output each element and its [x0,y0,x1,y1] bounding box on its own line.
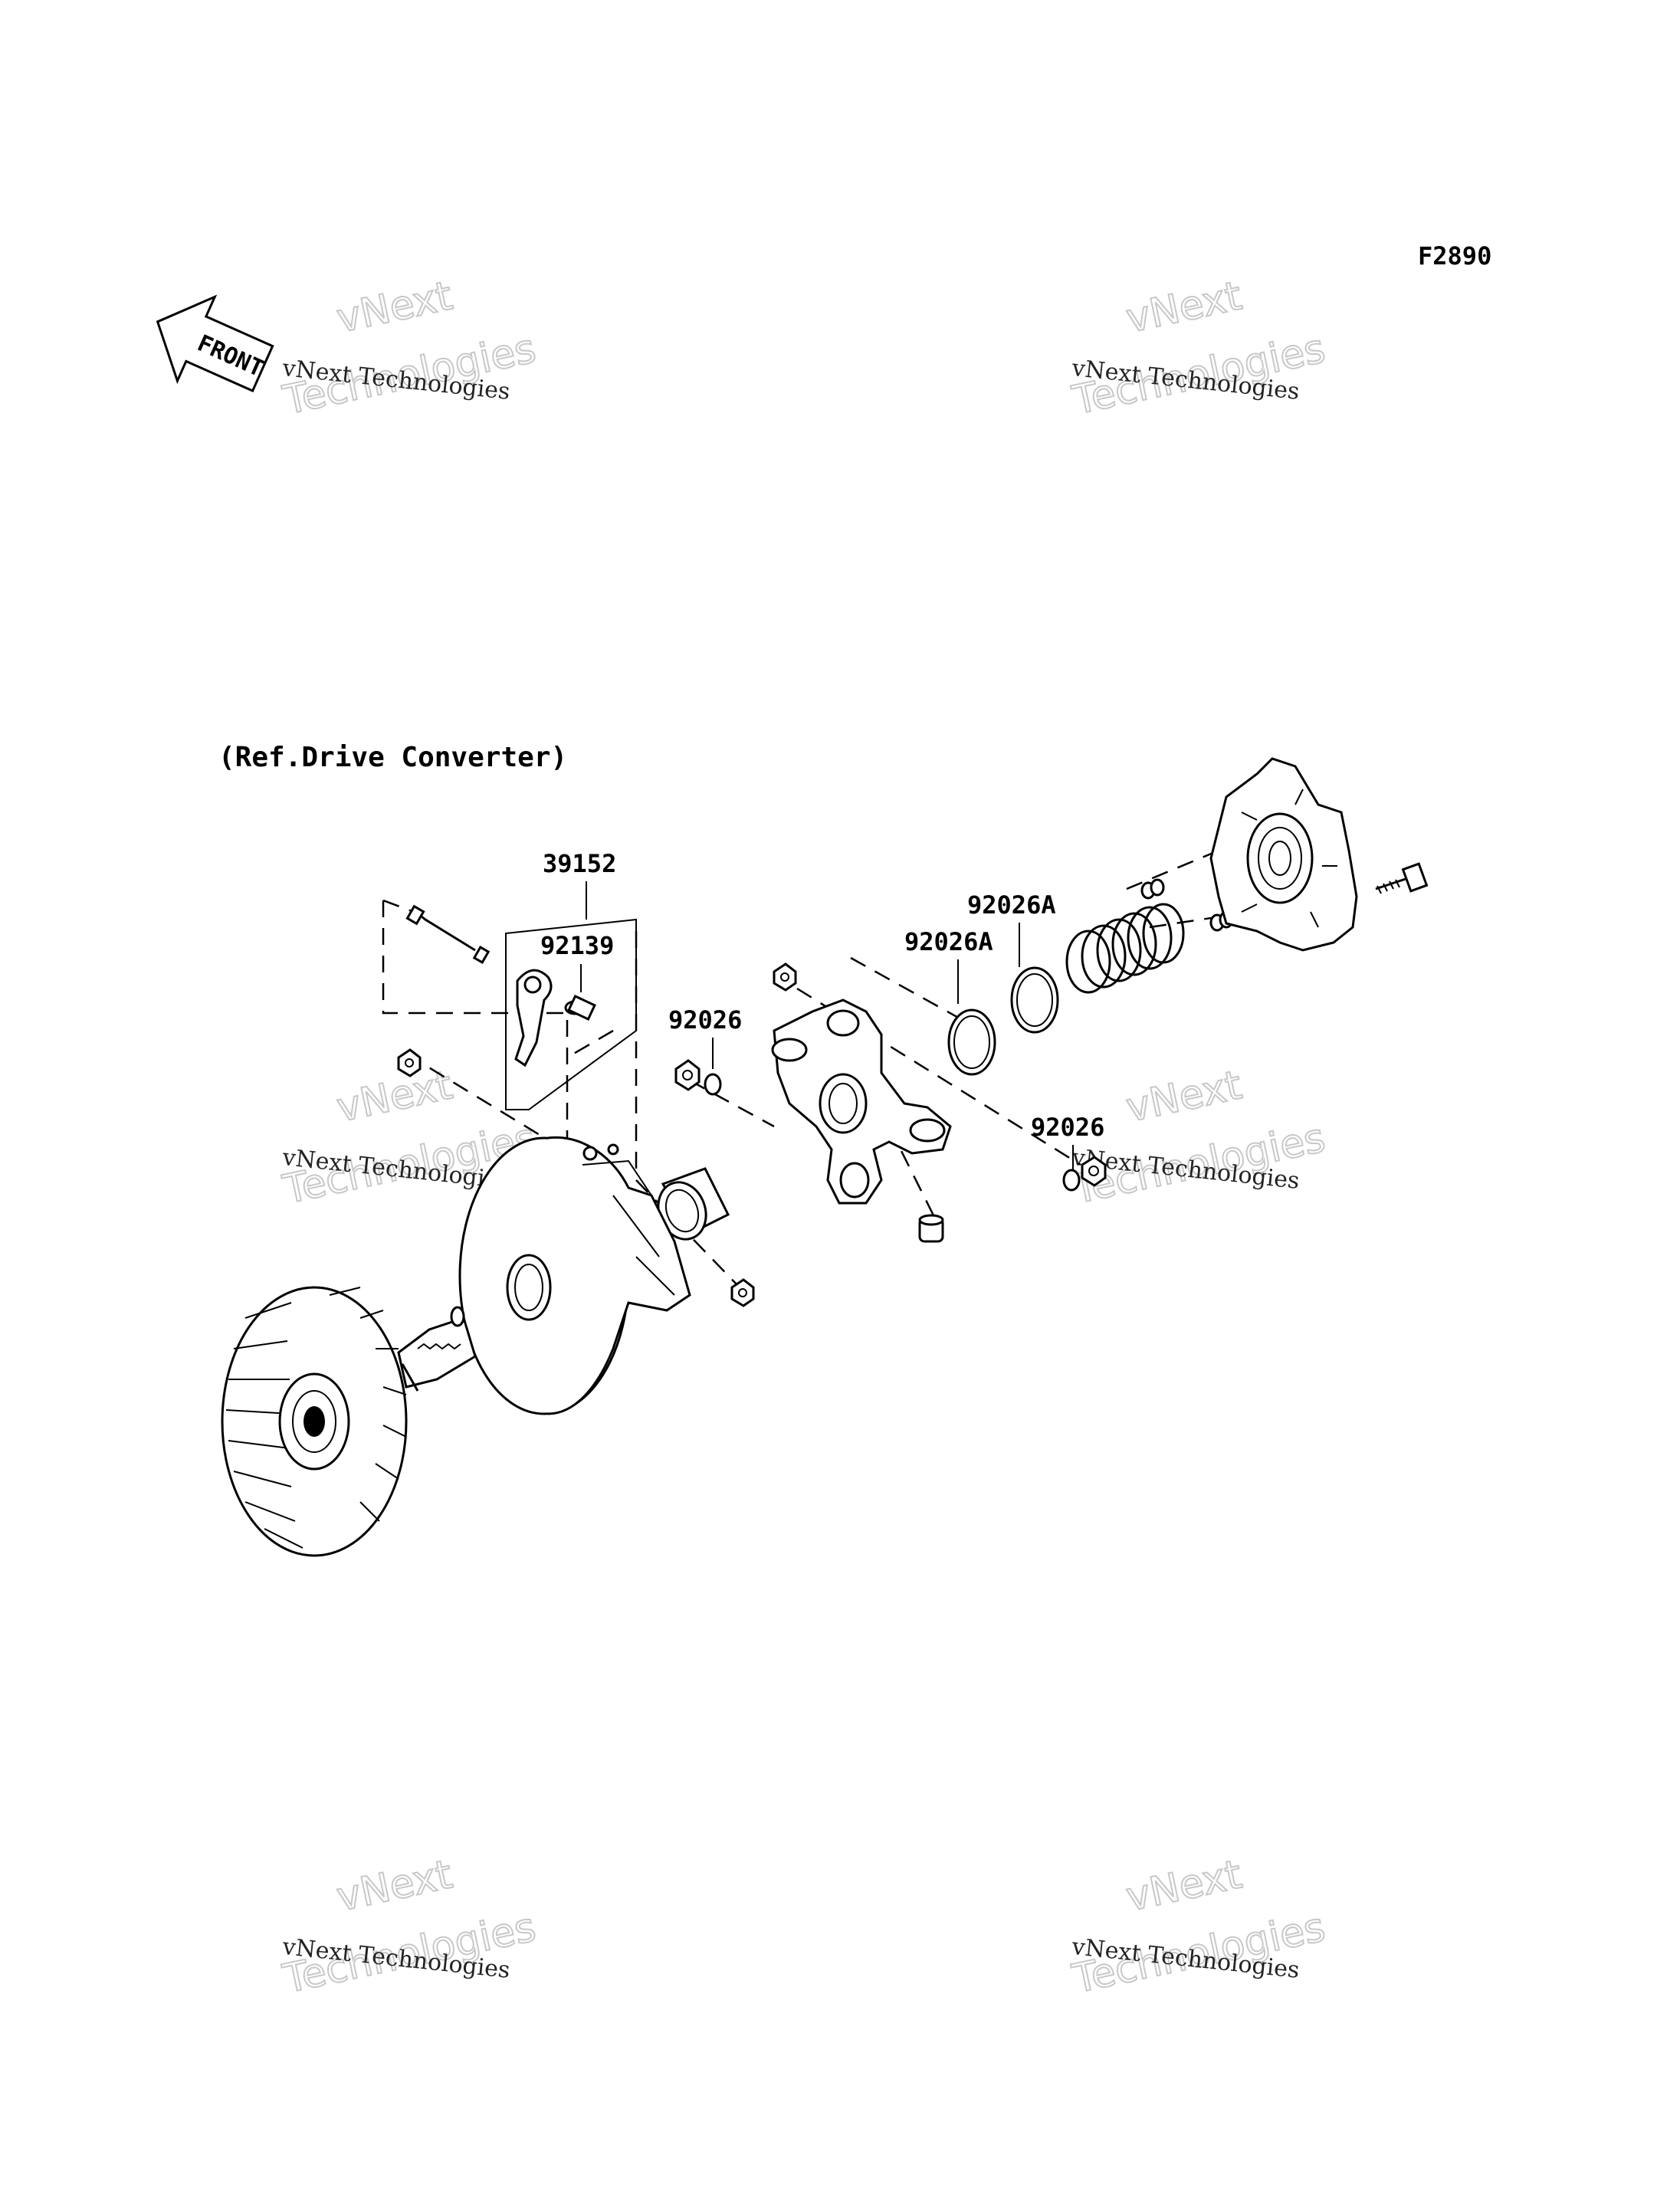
cover [1209,757,1358,952]
nut-top-left [397,1048,422,1077]
weight-kit-bracket [505,918,637,1110]
shim-92026A-left [947,1008,996,1076]
washer-92026-right [1062,1169,1081,1192]
reference-note: (Ref.Drive Converter) [218,742,567,773]
bolt [1375,862,1429,894]
spider [771,998,952,1205]
weight-arm [514,969,596,1067]
part-label-92026-left: 92026 [668,1005,742,1035]
watermark-top-right: vNext Technologies vNext Technologies [1068,272,1330,425]
nut-top-center [773,962,797,992]
roller [918,1214,944,1243]
svg-text:vNext: vNext [1122,1062,1245,1131]
part-label-92026-right: 92026 [1031,1113,1104,1142]
watermark-bottom-right: vNext Technologies vNext Technologies [1068,1851,1330,2003]
svg-text:vNext: vNext [333,1851,456,1920]
part-label-92026A-right: 92026A [967,890,1056,920]
shaft [401,1363,419,1392]
washer-92026-left [704,1073,722,1096]
spring [1065,903,1185,994]
part-label-92139: 92139 [540,931,614,960]
nut-right [1081,1156,1107,1187]
nut-bottom-mid [730,1278,755,1307]
front-arrow-icon: FRONT [156,294,274,393]
part-label-39152: 39152 [543,849,616,878]
part-label-92026A-left: 92026A [904,927,993,956]
watermark-mid-right: vNext Technologies vNext Technologies [1068,1061,1330,1214]
movable-sheave [458,1136,691,1415]
fixed-sheave [221,1286,477,1557]
shim-92026A-right [1010,966,1059,1034]
figure-code: F2890 [1418,241,1491,271]
watermark-top-left: vNext Technologies vNext Technologies [278,272,540,425]
weight-pin [405,904,491,964]
svg-text:vNext: vNext [333,273,456,342]
svg-text:vNext: vNext [1122,1851,1245,1920]
bushing [657,1167,730,1241]
watermark-bottom-left: vNext Technologies vNext Technologies [278,1851,540,2003]
svg-text:vNext: vNext [1122,273,1245,342]
nut-92026-left [674,1059,701,1091]
